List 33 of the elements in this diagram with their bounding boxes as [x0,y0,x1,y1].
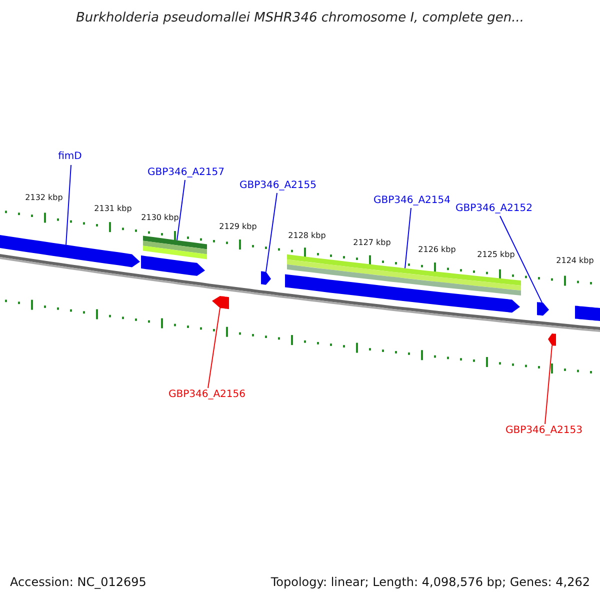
leader-line [176,180,186,241]
gene-block [537,302,549,316]
gene-block [212,296,229,310]
map-title: Burkholderia pseudomallei MSHR346 chromosome I, complete gen... [76,12,524,24]
scale-label: 2128 kbp [288,232,326,240]
gene-label: GBP346_A2154 [373,196,451,206]
scale-label: 2127 kbp [353,239,391,247]
gene-label: GBP346_A2156 [168,390,246,400]
scale-label: 2131 kbp [94,205,132,213]
gene-label: GBP346_A2153 [505,426,583,436]
gene-block [141,236,207,276]
leader-line [266,192,278,272]
scale-label: 2126 kbp [418,246,456,254]
gene-block [261,271,271,285]
leader-line [544,345,552,424]
gene-block [575,306,600,321]
leader-line [66,164,72,246]
leader-line [208,307,220,388]
accession-text: Accession: NC_012695 [10,576,146,588]
gene-block [0,235,140,268]
leader-line [404,208,412,269]
gene-block [548,334,556,346]
scale-label: 2129 kbp [219,223,257,231]
genome-summary-text: Topology: linear; Length: 4,098,576 bp; Genes: 4,262 [270,576,590,588]
leader-line [500,216,542,304]
scale-label: 2130 kbp [141,214,179,222]
gene-label: fimD [58,152,82,162]
scale-label: 2132 kbp [25,194,63,202]
gene-label: GBP346_A2155 [239,181,317,191]
scale-label: 2124 kbp [556,257,594,265]
gene-label: GBP346_A2157 [147,168,225,178]
scale-label: 2125 kbp [477,251,515,259]
gene-label: GBP346_A2152 [455,204,533,214]
